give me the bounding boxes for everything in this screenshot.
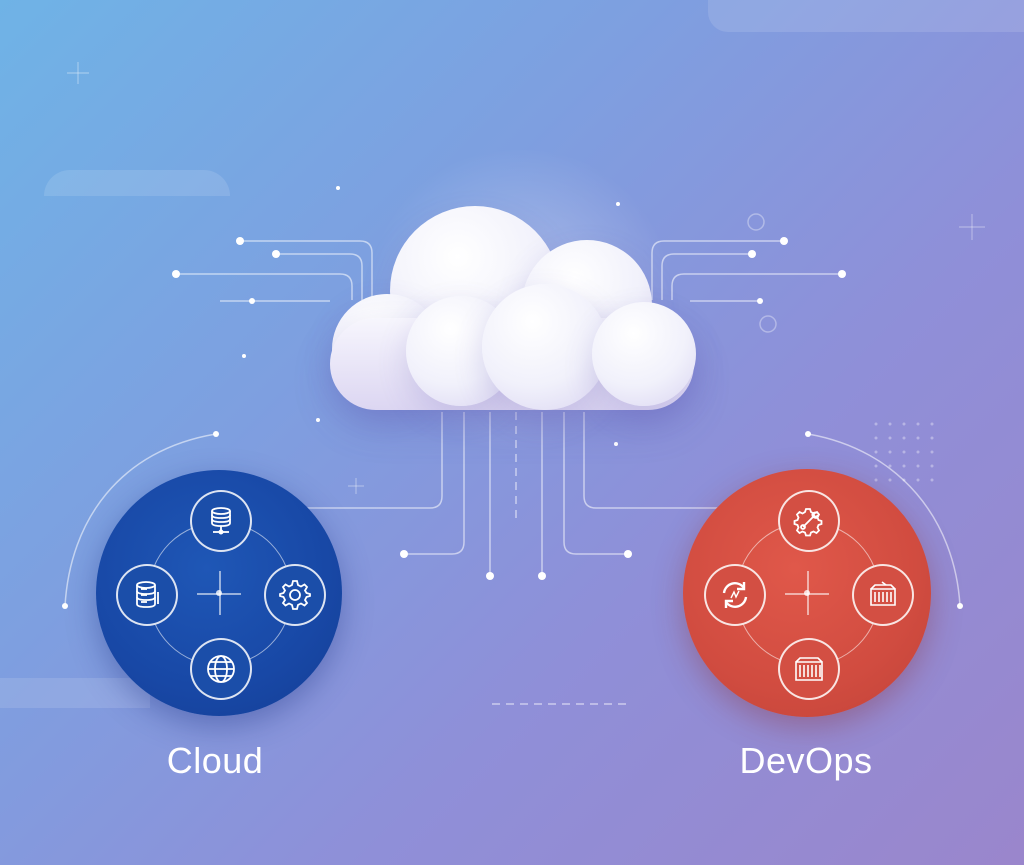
- wire-endpoint: [957, 603, 963, 609]
- devops-label: DevOps: [739, 740, 873, 781]
- decor-dot: [316, 418, 320, 422]
- wire-endpoint: [213, 431, 219, 437]
- devops-node: [683, 469, 931, 717]
- wire-upper-left-2: [276, 253, 363, 300]
- cloud-puff: [482, 284, 608, 410]
- central-cloud-icon: [322, 198, 702, 418]
- background-cloud-shape-left: [44, 170, 230, 196]
- decor-dot: [616, 202, 620, 206]
- wire-endpoint: [538, 572, 546, 580]
- wire-endpoint: [249, 298, 255, 304]
- sparkle-decoration: [67, 62, 985, 494]
- wire-lower-left-1: [404, 412, 465, 555]
- arc-right: [807, 433, 961, 607]
- wire-endpoint: [748, 250, 756, 258]
- background-cloud-shape-top-right: [708, 0, 1024, 32]
- wire-upper-right-2: [661, 253, 752, 300]
- decor-ring: [747, 213, 765, 231]
- wire-endpoint: [805, 431, 811, 437]
- gear-icon: [263, 564, 326, 626]
- container-box-icon: [778, 638, 840, 701]
- cloud-label: Cloud: [166, 740, 264, 781]
- devops-node-center: [804, 590, 810, 596]
- wire-endpoint: [757, 298, 763, 304]
- globe-icon: [190, 637, 252, 700]
- decor-dot: [336, 186, 340, 190]
- wire-endpoint: [172, 270, 180, 278]
- cloud-node: [96, 470, 342, 716]
- background-band-left: [0, 678, 150, 708]
- wire-upper-left-3: [176, 273, 353, 300]
- database-network-icon: [190, 490, 252, 553]
- cloud-node-center: [216, 590, 222, 596]
- wire-endpoint: [272, 250, 280, 258]
- wire-endpoint: [62, 603, 68, 609]
- wire-endpoint: [236, 237, 244, 245]
- wire-to-cloud-node: [272, 412, 443, 509]
- wire-endpoint: [400, 550, 408, 558]
- cycle-icon: [703, 564, 766, 626]
- wire-lower-right-1: [563, 412, 628, 555]
- wire-endpoint: [486, 572, 494, 580]
- decor-dot: [614, 442, 618, 446]
- wire-endpoint: [780, 237, 788, 245]
- cloud-puff: [592, 302, 696, 406]
- gear-wrench-icon: [778, 489, 840, 552]
- wire-upper-left-1: [240, 240, 373, 300]
- wire-upper-right-3: [671, 273, 842, 300]
- wire-endpoint: [624, 550, 632, 558]
- server-icon: [116, 564, 179, 626]
- wire-upper-right-1: [651, 240, 784, 300]
- dot-grid-decoration: [874, 422, 934, 482]
- container-icon: [852, 564, 915, 626]
- decor-dot: [242, 354, 246, 358]
- wire-to-devops-node: [583, 412, 752, 509]
- decor-ring: [759, 315, 777, 333]
- arc-left: [64, 433, 217, 607]
- wire-endpoint: [838, 270, 846, 278]
